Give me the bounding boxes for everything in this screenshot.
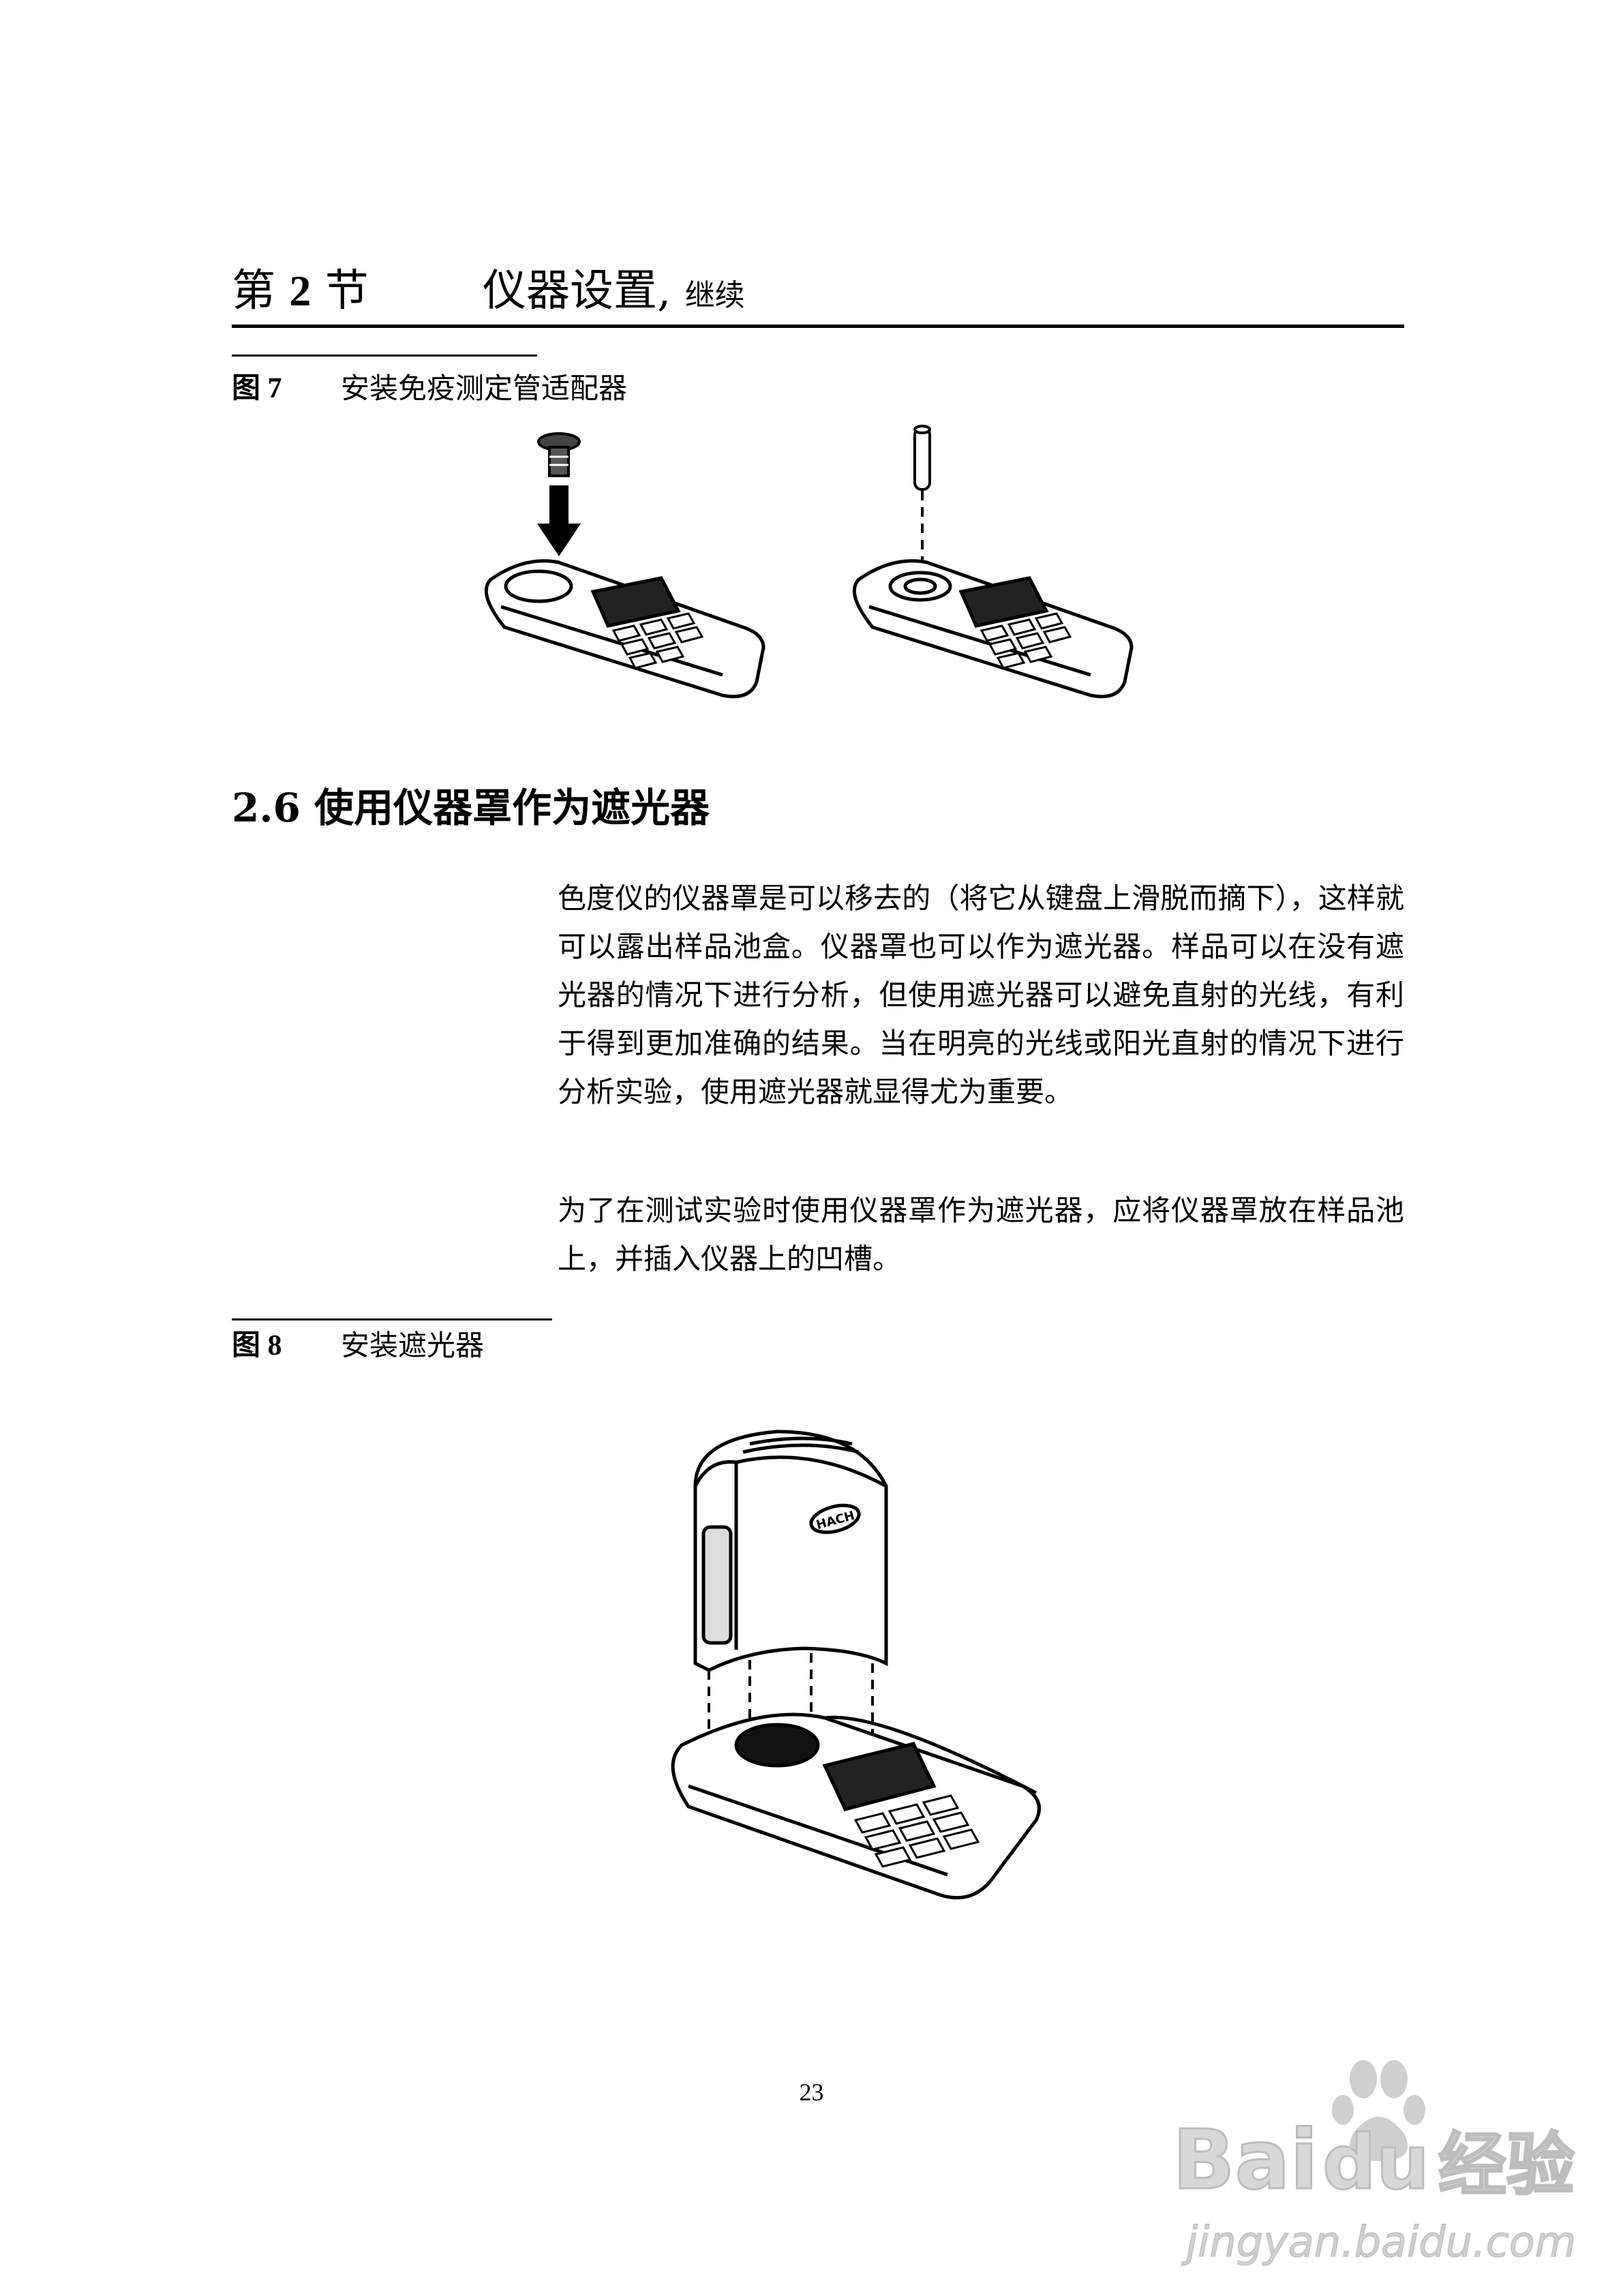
body-paragraph-2: 为了在测试实验时使用仪器罩作为遮光器，应将仪器罩放在样品池上，并插入仪器上的凹槽… xyxy=(558,1194,1404,1275)
paw-logo-icon xyxy=(1332,2060,1425,2161)
adapter-icon xyxy=(537,432,581,477)
colorimeter-left xyxy=(484,559,765,699)
watermark-url: jingyan.baidu.com xyxy=(1181,2217,1576,2267)
watermark-brand-du: du xyxy=(1322,2119,1429,2206)
body-paragraph-1: 色度仪的仪器罩是可以移去的（将它从键盘上滑脱而摘下），这样就可以露出样品池盒。仪… xyxy=(558,881,1404,1108)
baidu-jingyan-watermark: Bai du 经验 jingyan.baidu.com xyxy=(1172,2060,1577,2267)
watermark-brand-bai: Bai xyxy=(1172,2113,1318,2208)
section-title: 仪器设置, 继续 xyxy=(483,266,745,316)
colorimeter-right xyxy=(852,559,1134,699)
watermark-brand-jingyan: 经验 xyxy=(1438,2125,1575,2205)
section-header: 第 2 节 仪器设置, 继续 xyxy=(232,265,1404,328)
figure-8-rule xyxy=(232,1318,552,1320)
section-number: 第 2 节 xyxy=(232,266,369,316)
light-shield-cap xyxy=(693,1430,888,1672)
section-heading: 2.6 使用仪器罩作为遮光器 xyxy=(232,785,710,831)
figure-8-label: 图 8 xyxy=(232,1330,282,1361)
colorimeter xyxy=(671,1712,1041,1900)
figure-7-rule xyxy=(232,354,537,357)
figure-7-caption: 安装免疫测定管适配器 xyxy=(341,372,628,405)
down-arrow-icon xyxy=(537,485,581,556)
figure-7-illustration xyxy=(484,425,1134,699)
figure-7-label: 图 7 xyxy=(232,373,282,404)
continued-label: 继续 xyxy=(684,278,745,313)
test-tube-icon xyxy=(913,425,931,491)
page-number: 23 xyxy=(799,2079,824,2106)
figure-8-illustration: HACH xyxy=(671,1430,1041,1900)
figure-8-caption: 安装遮光器 xyxy=(341,1329,485,1362)
